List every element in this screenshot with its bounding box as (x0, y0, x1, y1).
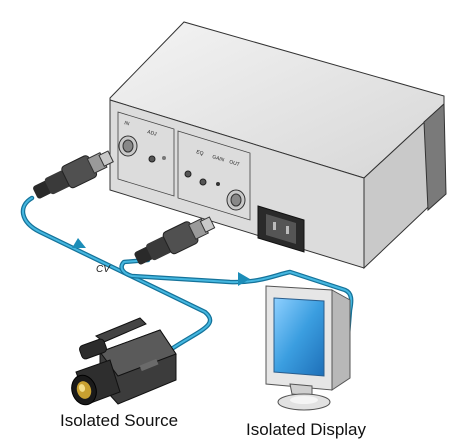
label-gain: GAIN (211, 154, 225, 163)
caption-isolated-source: Isolated Source (60, 411, 179, 430)
output-bnc-plug (134, 216, 216, 265)
monitor-icon (265, 285, 351, 411)
status-led (216, 182, 220, 186)
signal-arrow-input (72, 238, 86, 248)
label-in: IN (123, 120, 130, 127)
caption-isolated-display: Isolated Display (246, 420, 367, 439)
label-adj: ADJ (146, 129, 157, 138)
ground-screw (162, 156, 166, 160)
output-bnc-connector[interactable] (226, 189, 246, 211)
input-bnc-connector[interactable] (118, 135, 138, 157)
signal-arrow-output (238, 272, 250, 286)
output-section (177, 130, 251, 221)
power-socket (257, 205, 305, 253)
cable-label-left: CV (96, 264, 111, 275)
eq-knob[interactable] (184, 170, 192, 178)
monitor-screen (273, 297, 325, 377)
input-section (117, 111, 175, 197)
label-out: OUT (228, 159, 240, 168)
label-eq: EQ (195, 149, 204, 157)
device-unit: IN ADJ EQ GAIN OUT (109, 21, 447, 270)
video-camera-icon (71, 317, 177, 406)
adj-knob[interactable] (148, 155, 156, 163)
cables (20, 195, 354, 363)
gain-knob[interactable] (199, 178, 207, 186)
input-bnc-plug (33, 150, 114, 199)
